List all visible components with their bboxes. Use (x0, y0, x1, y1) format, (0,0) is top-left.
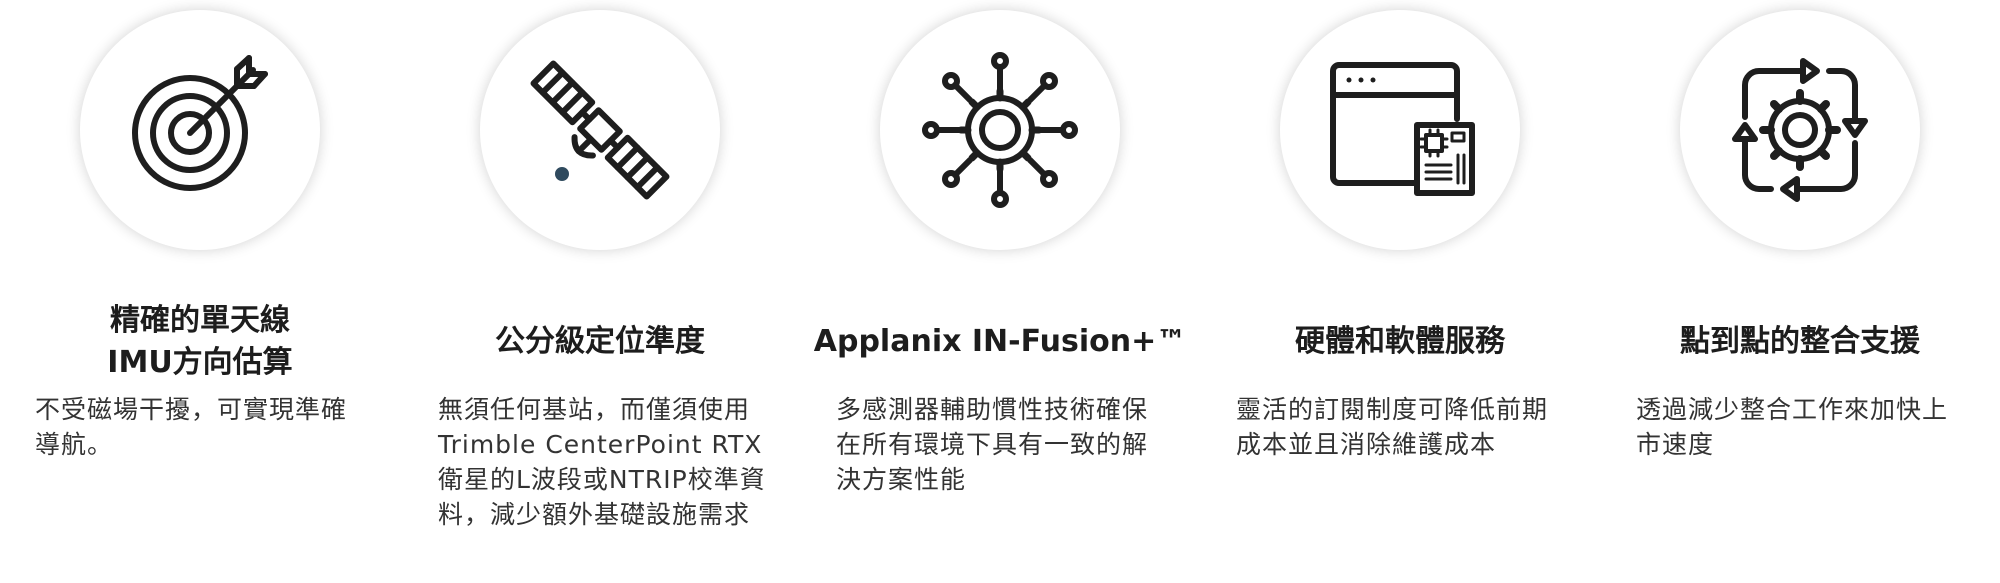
feature-title: Applanix IN-Fusion+™ (813, 324, 1187, 359)
feature-card-1: 精確的單天線 IMU方向估算 不受磁場干擾，可實現準確導航。 (0, 0, 400, 583)
feature-description: 透過減少整合工作來加快上市速度 (1636, 395, 1949, 459)
browser-chip-icon (1330, 62, 1475, 196)
feature-description: 多感測器輔助慣性技術確保在所有環境下具有一致的解決方案性能 (836, 395, 1149, 494)
feature-title: 硬體和軟體服務 (1295, 324, 1505, 359)
gear-cycle-icon (1732, 58, 1868, 202)
feature-icon-circle (80, 10, 320, 250)
feature-title: 點到點的整合支援 (1680, 324, 1920, 359)
target-arrow-icon (132, 55, 268, 191)
feature-card-3: Applanix IN-Fusion+™ 多感測器輔助慣性技術確保在所有環境下具… (800, 0, 1200, 583)
feature-icon-circle (480, 10, 720, 250)
feature-card-2: 公分級定位準度 無須任何基站，而僅須使用Trimble CenterPoint … (400, 0, 800, 583)
feature-description: 無須任何基站，而僅須使用Trimble CenterPoint RTX衛星的L波… (438, 395, 766, 529)
feature-icon-circle (1680, 10, 1920, 250)
feature-icon-circle (1280, 10, 1520, 250)
feature-card-5: 點到點的整合支援 透過減少整合工作來加快上市速度 (1600, 0, 2000, 583)
feature-title: 精確的單天線 IMU方向估算 (107, 303, 293, 380)
satellite-icon (530, 60, 670, 200)
gear-network-icon (922, 52, 1078, 208)
feature-title: 公分級定位準度 (495, 324, 705, 359)
feature-description: 不受磁場干擾，可實現準確導航。 (35, 395, 348, 459)
feature-card-4: 硬體和軟體服務 靈活的訂閱制度可降低前期成本並且消除維護成本 (1200, 0, 1600, 583)
feature-icon-circle (880, 10, 1120, 250)
feature-description: 靈活的訂閱制度可降低前期成本並且消除維護成本 (1236, 395, 1549, 459)
